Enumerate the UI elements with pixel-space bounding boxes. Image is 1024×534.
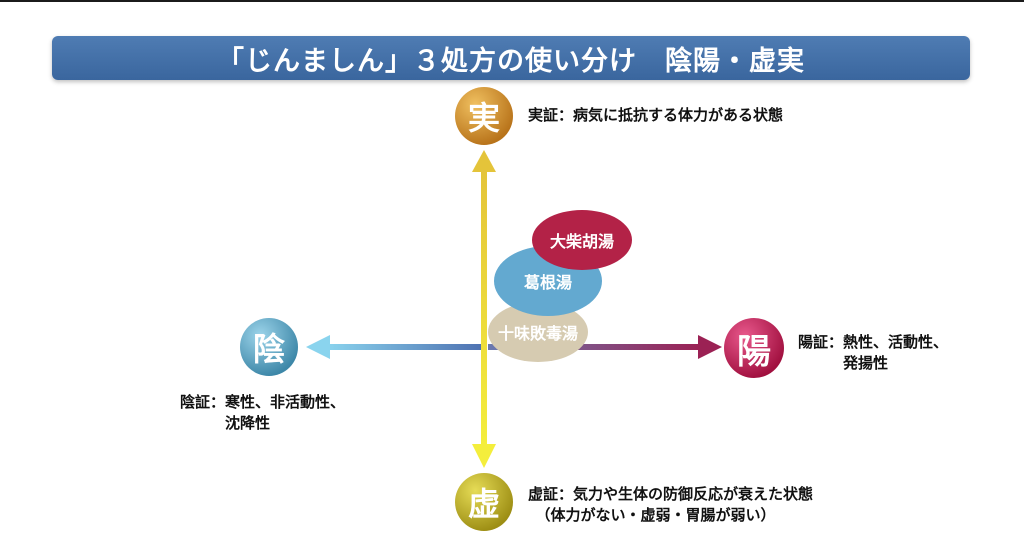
yo-label: 陽 <box>737 331 771 372</box>
page-title: 「じんましん」３処方の使い分け 陰陽・虚実 <box>52 36 970 80</box>
in-description: 陰証：寒性、非活動性、 沈降性 <box>180 393 346 432</box>
jitsu-label: 実 <box>467 99 500 137</box>
yo-description: 陽証：熱性、活動性、 発揚性 <box>798 333 949 372</box>
kyo-circle: 虚 <box>455 473 513 531</box>
jitsu-circle: 実 <box>455 87 513 145</box>
jitsu-description: 実証：病気に抵抗する体力がある状態 <box>528 106 784 124</box>
kyo-description: 虚証：気力や生体の防御反応が衰えた状態 （体力がない・虚弱・胃腸が弱い） <box>528 485 814 524</box>
kyo-label: 虚 <box>467 485 500 523</box>
yo-axis-arrow <box>488 335 722 359</box>
in-label: 陰 <box>252 330 285 368</box>
daisaikoto-label: 大柴胡湯 <box>549 232 614 251</box>
yo-circle: 陽 <box>724 318 784 378</box>
top-border-line <box>0 0 1024 2</box>
in-circle: 陰 <box>240 318 298 376</box>
in-axis-arrow <box>306 335 486 359</box>
jitsu-kyo-axis-arrow <box>472 150 496 468</box>
daisaikoto-ellipse: 大柴胡湯 <box>532 210 632 270</box>
jumihaidokuto-label: 十味敗毒湯 <box>497 324 578 343</box>
kakkonto-label: 葛根湯 <box>523 273 572 292</box>
